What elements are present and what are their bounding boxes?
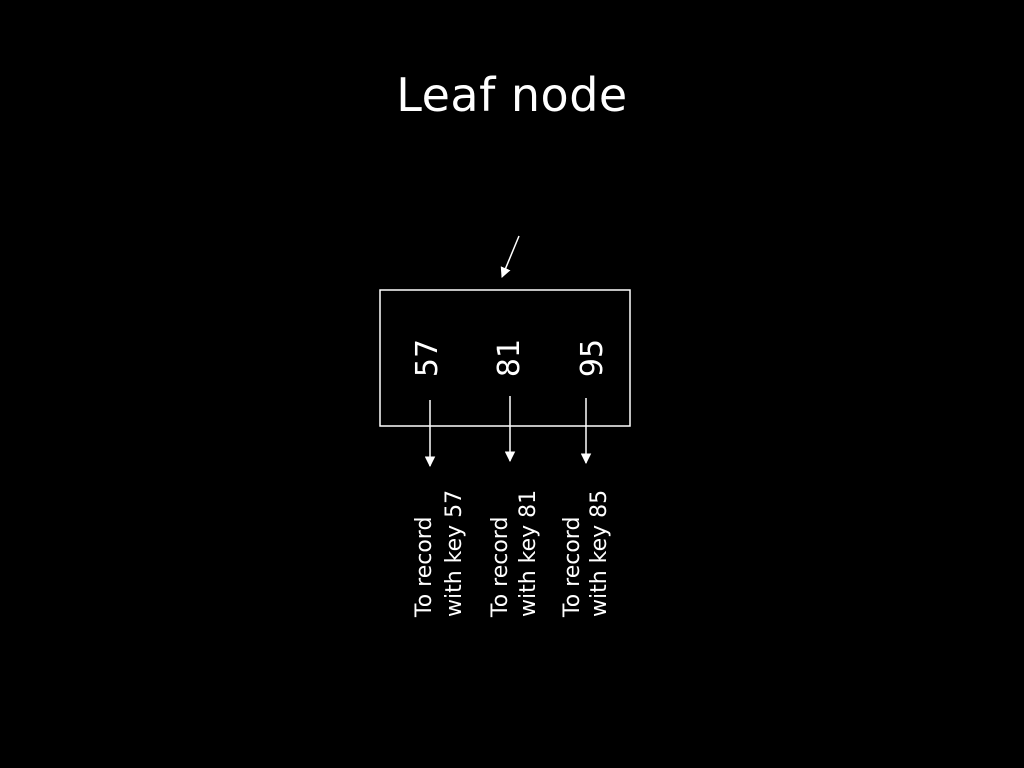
record-label-2: To record with key 81 xyxy=(488,490,541,618)
key-2: 81 xyxy=(492,339,527,377)
record-label-2-line2: with key 81 xyxy=(516,490,541,617)
key-3: 95 xyxy=(575,339,610,377)
record-label-3-line2: with key 85 xyxy=(587,490,612,617)
leaf-node-box xyxy=(379,289,631,427)
record-label-1-line1: To record xyxy=(412,517,437,618)
key-1: 57 xyxy=(410,339,445,377)
record-label-1-line2: with key 57 xyxy=(442,490,467,617)
record-label-1: To record with key 57 xyxy=(412,490,467,618)
slide-title: Leaf node xyxy=(396,68,628,122)
record-label-3: To record with key 85 xyxy=(560,490,612,618)
record-label-2-line1: To record xyxy=(488,517,513,618)
incoming-pointer-arrow xyxy=(500,235,520,278)
record-label-3-line1: To record xyxy=(560,517,585,618)
